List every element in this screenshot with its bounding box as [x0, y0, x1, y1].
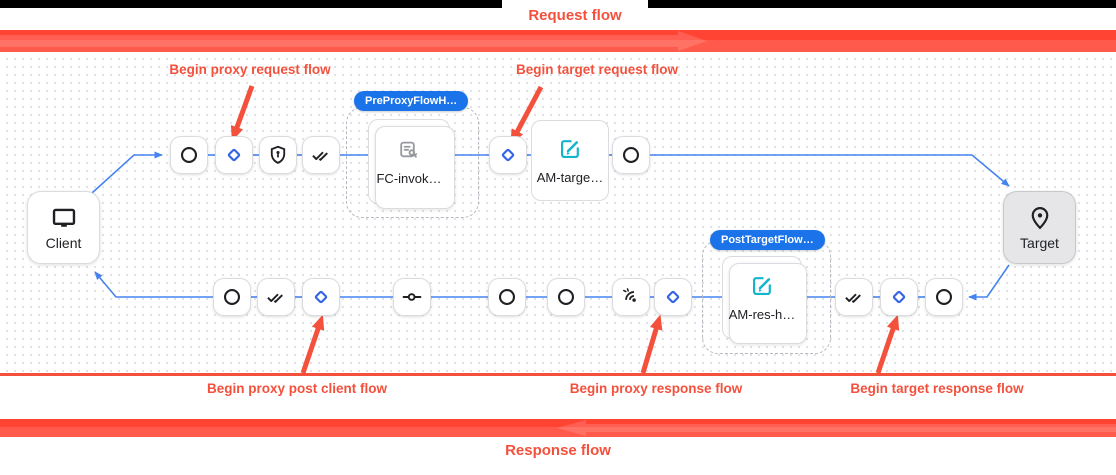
circle-step-icon: [498, 288, 516, 306]
step-security-shield[interactable]: [259, 136, 297, 174]
circle-step-icon: [622, 146, 640, 164]
flow-canvas[interactable]: Begin proxy request flow Begin target re…: [0, 52, 1116, 373]
response-flow-band: [0, 419, 1116, 437]
assign-message-icon: [753, 277, 771, 295]
request-flow-label: Request flow: [528, 6, 622, 24]
condition-diamond-icon: [501, 148, 515, 162]
double-check-icon: [267, 293, 283, 303]
step-circle[interactable]: [547, 278, 585, 316]
policy-card-fc-invoke[interactable]: FC-invok…: [368, 119, 455, 209]
request-flow-label-box: Request flow: [502, 0, 648, 30]
client-node[interactable]: Client: [27, 191, 100, 264]
post-target-flowhook-badge[interactable]: PostTargetFlow…: [710, 230, 825, 250]
step-double-check[interactable]: [835, 278, 873, 316]
double-check-icon: [845, 293, 861, 303]
circle-step-icon: [180, 146, 198, 164]
step-proxy-request-diamond[interactable]: [215, 136, 253, 174]
target-label: Target: [1020, 234, 1059, 251]
assign-message-icon: [561, 140, 579, 158]
response-flow-label: Response flow: [505, 442, 611, 459]
request-flow-band: [0, 30, 1116, 52]
step-target-request-diamond[interactable]: [489, 136, 527, 174]
signal-icon: [623, 288, 636, 302]
circle-step-icon: [935, 288, 953, 306]
step-circle[interactable]: [488, 278, 526, 316]
annotation-begin-proxy-response: Begin proxy response flow: [569, 381, 743, 396]
pre-proxy-flowhook-badge[interactable]: PreProxyFlowH…: [354, 91, 469, 111]
annotation-arrows: [230, 85, 900, 373]
response-flow-arrow: [557, 420, 1116, 436]
monitor-icon: [52, 208, 75, 227]
step-target-response-diamond[interactable]: [880, 278, 918, 316]
target-node[interactable]: Target: [1003, 191, 1076, 264]
policy-label: FC-invok…: [376, 171, 442, 186]
canvas-bottom-border: [0, 373, 1116, 376]
step-signal[interactable]: [612, 278, 650, 316]
condition-diamond-icon: [666, 290, 680, 304]
policy-label: AM-targe…: [536, 170, 604, 185]
condition-diamond-icon: [892, 290, 906, 304]
step-inline-connector[interactable]: [393, 278, 431, 316]
annotation-begin-proxy-request: Begin proxy request flow: [169, 62, 331, 77]
circle-step-icon: [223, 288, 241, 306]
policy-label: AM-res-h…: [728, 307, 796, 322]
shield-key-icon: [270, 145, 286, 164]
annotation-begin-target-request: Begin target request flow: [515, 62, 679, 77]
step-double-check[interactable]: [257, 278, 295, 316]
flow-callout-icon: [400, 141, 418, 158]
request-flow-arrow: [0, 31, 707, 51]
circle-step-icon: [557, 288, 575, 306]
step-post-client-diamond[interactable]: [302, 278, 340, 316]
double-check-icon: [312, 151, 328, 161]
location-pin-icon: [1031, 206, 1048, 229]
condition-diamond-icon: [314, 290, 328, 304]
flow-connectors: [91, 85, 1010, 373]
annotation-begin-proxy-post-client: Begin proxy post client flow: [206, 381, 388, 396]
step-circle[interactable]: [925, 278, 963, 316]
policy-card-am-target[interactable]: AM-targe…: [531, 120, 609, 201]
step-proxy-response-diamond[interactable]: [654, 278, 692, 316]
inline-connector-icon: [402, 293, 422, 301]
client-label: Client: [45, 234, 82, 251]
step-circle[interactable]: [170, 136, 208, 174]
step-circle[interactable]: [213, 278, 251, 316]
policy-card-am-response[interactable]: AM-res-h…: [722, 256, 807, 344]
condition-diamond-icon: [227, 148, 241, 162]
step-double-check[interactable]: [302, 136, 340, 174]
step-circle[interactable]: [612, 136, 650, 174]
annotation-begin-target-response: Begin target response flow: [850, 381, 1024, 396]
